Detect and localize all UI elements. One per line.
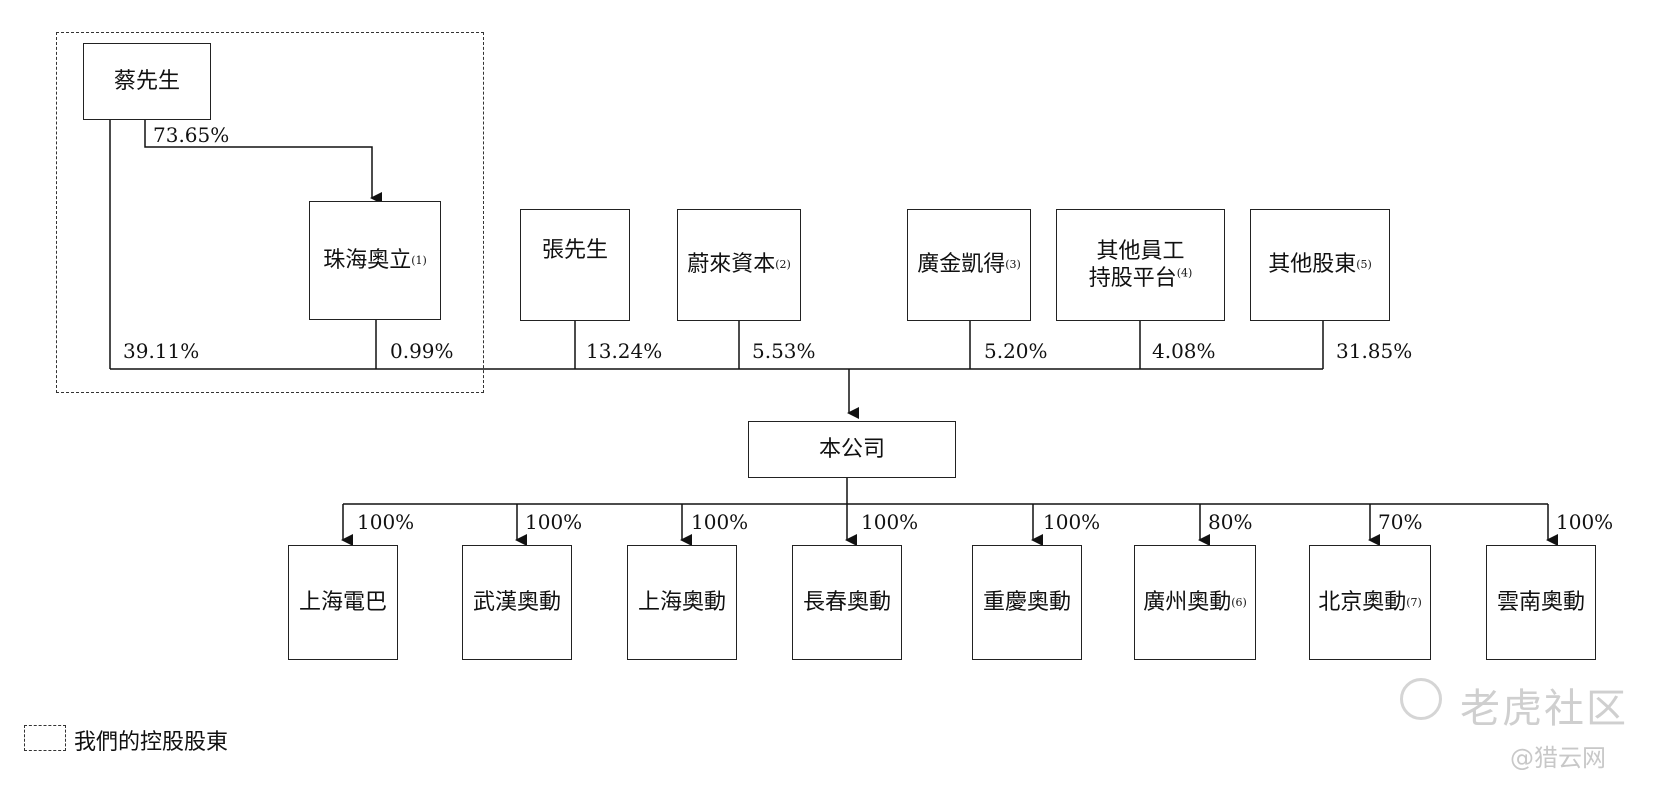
subsidiary-name: 長春奧動: [802, 589, 891, 615]
pct-zhang: 13.24%: [586, 339, 663, 363]
shareholder-cai-label: 蔡先生: [113, 68, 180, 94]
line-cai-to-zhuhai: [144, 119, 382, 204]
sub-pct-1: 100%: [357, 510, 415, 534]
pct-cai: 39.11%: [123, 339, 200, 363]
subsidiary-name: 雲南奧動: [1496, 589, 1585, 615]
shareholder-employees: 其他員工 持股平台(4): [1056, 209, 1225, 321]
sub-pct-5: 100%: [1043, 510, 1101, 534]
pct-others: 31.85%: [1336, 339, 1413, 363]
sub-pct-7: 70%: [1378, 510, 1423, 534]
sub-pct-2: 100%: [525, 510, 583, 534]
shareholder-zhuhai-aoli: 珠海奧立(1): [309, 201, 441, 320]
note-3: (3): [1005, 258, 1021, 272]
note-2: (2): [775, 258, 791, 272]
sub-pct-6: 80%: [1208, 510, 1253, 534]
legend-label: 我們的控股股東: [74, 730, 229, 755]
note-6: (6): [1231, 595, 1247, 609]
subsidiary-box-3: 上海奧動: [627, 545, 737, 660]
shareholder-zhang-label: 張先生: [541, 238, 608, 264]
pct-cai-to-zhuhai: 73.65%: [153, 123, 230, 147]
shareholder-zhuhai-aoli-label: 珠海奧立: [323, 247, 412, 273]
shareholder-employees-line2: 持股平台: [1088, 266, 1177, 291]
sub-pct-4: 100%: [861, 510, 919, 534]
shareholder-others-label: 其他股東: [1268, 252, 1357, 278]
shareholder-cai: 蔡先生: [83, 43, 211, 120]
subsidiary-name: 上海奧動: [637, 589, 726, 615]
shareholder-zhang: 張先生: [520, 209, 630, 321]
shareholder-employees-line1: 其他員工: [1096, 238, 1185, 264]
controlling-shareholder-group: [56, 32, 484, 393]
sub-pct-3: 100%: [691, 510, 749, 534]
note-7: (7): [1406, 595, 1422, 609]
shareholder-others: 其他股東(5): [1250, 209, 1390, 321]
note-5: (5): [1356, 258, 1372, 272]
subsidiary-box-2: 武漢奧動: [462, 545, 572, 660]
subsidiary-name: 北京奧動: [1318, 589, 1407, 615]
subsidiary-box-1: 上海電巴: [288, 545, 398, 660]
subsidiary-box-6: 廣州奧動(6): [1134, 545, 1256, 660]
company-label: 本公司: [818, 436, 885, 462]
shareholder-guangjin-label: 廣金凱得: [917, 252, 1006, 278]
shareholder-weilai: 蔚來資本(2): [677, 209, 801, 321]
subsidiary-name: 廣州奧動: [1143, 589, 1232, 615]
note-4: (4): [1176, 266, 1193, 280]
subsidiary-name: 武漢奧動: [472, 589, 561, 615]
subsidiary-box-5: 重慶奧動: [972, 545, 1082, 660]
shareholder-weilai-label: 蔚來資本: [687, 252, 776, 278]
company-box: 本公司: [748, 421, 956, 478]
note-1: (1): [411, 253, 427, 267]
pct-weilai: 5.53%: [752, 339, 816, 363]
watermark-logo-icon: [1400, 678, 1442, 720]
subsidiary-box-4: 長春奧動: [792, 545, 902, 660]
subsidiary-box-8: 雲南奧動: [1486, 545, 1596, 660]
pct-zhuhai-aoli: 0.99%: [390, 339, 454, 363]
sub-pct-8: 100%: [1556, 510, 1614, 534]
watermark-main: 老虎社区: [1460, 686, 1628, 732]
pct-employees: 4.08%: [1152, 339, 1216, 363]
subsidiary-box-7: 北京奧動(7): [1309, 545, 1431, 660]
subsidiary-name: 重慶奧動: [982, 589, 1071, 615]
shareholder-guangjin: 廣金凱得(3): [907, 209, 1031, 321]
legend-dashed-box: [24, 725, 66, 751]
watermark-sub: @猎云网: [1510, 744, 1606, 772]
subsidiary-name: 上海電巴: [298, 589, 387, 615]
pct-guangjin: 5.20%: [984, 339, 1048, 363]
